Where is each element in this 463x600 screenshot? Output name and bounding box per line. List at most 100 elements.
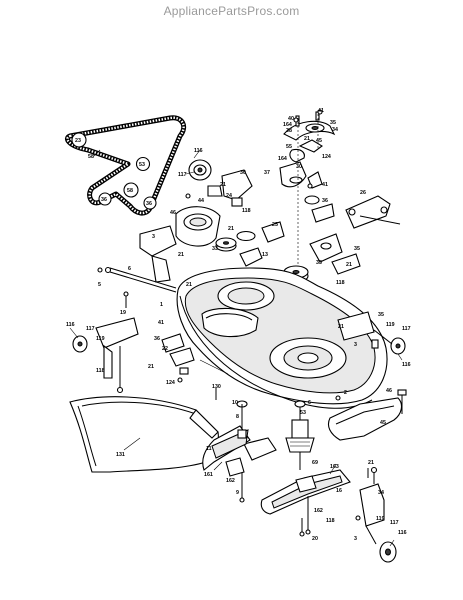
callout-30: 30 <box>240 170 246 176</box>
callout-8: 8 <box>236 414 239 420</box>
callout-69: 69 <box>312 460 318 466</box>
callout-25: 25 <box>272 222 278 228</box>
callout-162: 162 <box>226 478 235 484</box>
callout-2: 2 <box>344 390 347 396</box>
callout-36: 36 <box>322 198 328 204</box>
leader-lines <box>69 149 403 547</box>
callout-45: 45 <box>380 420 386 426</box>
callout-19: 19 <box>120 310 126 316</box>
belt-pulley-icon <box>143 196 157 210</box>
callout-21: 21 <box>220 182 226 188</box>
callout-37: 37 <box>264 170 270 176</box>
callout-117: 117 <box>178 172 187 178</box>
right-blade-assembly <box>260 469 351 535</box>
callout-35: 35 <box>330 120 336 126</box>
callout-22: 22 <box>162 346 168 352</box>
callout-21: 21 <box>368 460 374 466</box>
callout-119: 119 <box>96 336 105 342</box>
belt-pulley-icon <box>71 132 87 148</box>
belt-pulley-icon <box>123 182 139 198</box>
callout-130: 130 <box>212 384 221 390</box>
callout-6: 6 <box>308 400 311 406</box>
callout-3: 3 <box>354 342 357 348</box>
callout-21: 21 <box>178 252 184 258</box>
callout-164: 164 <box>283 122 292 128</box>
svg-text:58: 58 <box>127 188 133 194</box>
callout-33: 33 <box>212 246 218 252</box>
callout-36: 36 <box>154 336 160 342</box>
callout-161: 161 <box>204 472 213 478</box>
callout-116: 116 <box>398 530 407 536</box>
callout-5: 5 <box>98 282 101 288</box>
center-spindle <box>285 400 315 470</box>
callout-20: 20 <box>312 536 318 542</box>
idler-arm-assembly <box>279 110 336 340</box>
idler-pulley-upper <box>188 159 253 207</box>
callout-116: 116 <box>66 322 75 328</box>
left-deck-hanger <box>72 317 195 394</box>
callout-164: 164 <box>278 156 287 162</box>
callout-118: 118 <box>96 368 105 374</box>
callout-118: 118 <box>326 518 335 524</box>
callout-35: 35 <box>378 312 384 318</box>
callout-117: 117 <box>390 520 399 526</box>
callout-46: 46 <box>386 388 392 394</box>
left-mandrel-housing <box>104 206 221 293</box>
callout-124: 124 <box>322 154 331 160</box>
deck-lift-arm-right <box>345 195 401 229</box>
part-number-callouts: 41 40 164 38 35 34 45 55 124 21 164 30 3… <box>66 108 411 542</box>
discharge-chute <box>69 396 219 473</box>
callout-3: 3 <box>152 234 155 240</box>
callout-38: 38 <box>286 128 292 134</box>
callout-53: 53 <box>300 410 306 416</box>
callout-6: 6 <box>128 266 131 272</box>
right-deck-hanger <box>337 311 406 355</box>
svg-text:23: 23 <box>75 138 81 144</box>
svg-text:53: 53 <box>139 162 145 168</box>
callout-58: 58 <box>88 154 94 160</box>
callout-26: 26 <box>360 190 366 196</box>
callout-118: 118 <box>242 208 251 214</box>
callout-34: 34 <box>378 490 384 496</box>
site-watermark: AppliancePartsPros.com <box>163 4 300 18</box>
mower-deck-shell <box>176 267 388 409</box>
callout-162: 162 <box>314 508 323 514</box>
callout-41: 41 <box>158 320 164 326</box>
callout-3: 3 <box>354 536 357 542</box>
rear-anti-scalp-wheel <box>359 466 397 563</box>
callout-35: 35 <box>354 246 360 252</box>
callout-116: 116 <box>194 148 203 154</box>
belt-assembly: 23 53 58 36 36 <box>64 115 187 216</box>
callout-21: 21 <box>186 282 192 288</box>
callout-30: 30 <box>296 164 302 170</box>
callout-44: 44 <box>198 198 204 204</box>
svg-text:36: 36 <box>146 201 152 207</box>
callout-41: 41 <box>322 182 328 188</box>
callout-117: 117 <box>86 326 95 332</box>
svg-text:36: 36 <box>101 197 107 203</box>
callout-10: 10 <box>232 400 238 406</box>
callout-45: 45 <box>316 138 322 144</box>
belt-pulley-icon <box>135 156 151 172</box>
callout-40: 40 <box>288 116 294 122</box>
callout-33: 33 <box>316 260 322 266</box>
callout-9: 9 <box>236 490 239 496</box>
callout-21: 21 <box>346 262 352 268</box>
callout-131: 131 <box>116 452 125 458</box>
callout-46: 46 <box>170 210 176 216</box>
callout-13: 13 <box>262 252 268 258</box>
callout-21: 21 <box>228 226 234 232</box>
callout-119: 119 <box>376 516 385 522</box>
callout-118: 118 <box>336 280 345 286</box>
callout-55: 55 <box>286 144 292 150</box>
left-blade-assembly <box>202 400 277 503</box>
callout-116: 116 <box>402 362 411 368</box>
callout-11: 11 <box>206 446 212 452</box>
callout-117: 117 <box>402 326 411 332</box>
callout-21: 21 <box>304 136 310 142</box>
belt-pulley-icon <box>98 192 112 206</box>
callout-24: 24 <box>226 193 232 199</box>
center-pulley-stack <box>215 221 285 267</box>
callout-21: 21 <box>148 364 154 370</box>
